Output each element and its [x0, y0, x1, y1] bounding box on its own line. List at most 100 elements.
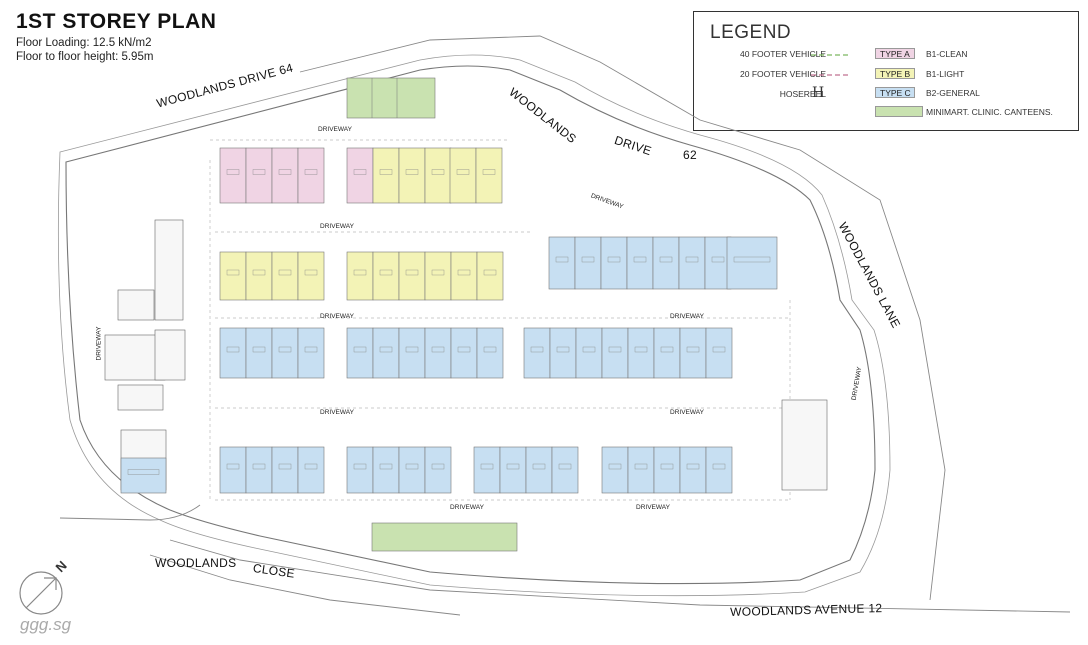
unit-cell	[679, 327, 707, 379]
driveway-label: DRIVEWAY	[636, 504, 670, 511]
unit-tag	[405, 346, 419, 353]
legend-40ft-label: 40 FOOTER VEHICLE	[740, 49, 826, 59]
driveway-label: DRIVEWAY	[320, 313, 354, 320]
unit-cell	[398, 446, 426, 494]
unit-cell	[551, 446, 579, 494]
unit-tag	[685, 256, 699, 263]
unit-cell	[398, 251, 426, 301]
unit-tag	[278, 169, 292, 175]
unit-tag	[278, 463, 292, 470]
unit-tag	[733, 256, 771, 263]
unit-cell	[297, 147, 325, 204]
unit-cell	[271, 147, 299, 204]
unit-cell	[245, 147, 273, 204]
unit-tag	[405, 169, 419, 175]
unit-tag	[226, 463, 240, 470]
unit-cell	[271, 327, 299, 379]
unit-tag	[686, 463, 700, 470]
legend-box: LEGEND 40 FOOTER VEHICLE 20 FOOTER VEHIC…	[693, 11, 1079, 131]
unit-tag	[252, 269, 266, 276]
unit-cell	[449, 147, 477, 204]
unit-tag	[252, 346, 266, 353]
internal-driveways	[209, 139, 791, 501]
hosereel-icon: H	[812, 85, 825, 101]
legend-hosereel-label: HOSEREEL	[779, 89, 826, 99]
unit-tag	[660, 346, 674, 353]
unit-cell	[678, 236, 706, 290]
legend-20ft-label: 20 FOOTER VEHICLE	[740, 69, 826, 79]
unit-tag	[304, 269, 318, 276]
unit-tag	[431, 269, 445, 276]
unit-tag	[556, 346, 570, 353]
unit-tag	[353, 346, 367, 353]
type-a-desc: B1-CLEAN	[926, 49, 968, 59]
unit-cell	[705, 327, 733, 379]
unit-cell	[653, 327, 681, 379]
unit-cell	[475, 147, 503, 204]
unit-cell	[627, 327, 655, 379]
unit-tag	[278, 269, 292, 276]
floor-height: Floor to floor height: 5.95m	[16, 51, 154, 63]
unit-tag	[659, 256, 673, 263]
unit-tag	[379, 463, 393, 470]
unit-tag	[608, 346, 622, 353]
unit-cell	[476, 251, 504, 301]
unit-cell	[523, 327, 551, 379]
unit-tag	[304, 463, 318, 470]
unit-tag	[252, 169, 266, 175]
road-woodlands-drive-62-c: 62	[683, 148, 697, 162]
unit-cell	[398, 147, 426, 204]
unit-tag	[608, 463, 622, 470]
swatch-type-b: TYPE B	[875, 68, 915, 79]
amenities-desc: MINIMART. CLINIC. CANTEENS.	[926, 107, 1053, 117]
unit-cell	[120, 457, 167, 494]
unit-cell	[424, 147, 452, 204]
legend-vehicle-lines	[811, 54, 851, 76]
unit-cell	[346, 327, 374, 379]
swatch-type-a: TYPE A	[875, 48, 915, 59]
unit-cell	[372, 327, 400, 379]
unit-tag	[483, 346, 497, 353]
unit-cell	[575, 327, 603, 379]
unit-cell	[473, 446, 501, 494]
unit-tag	[405, 463, 419, 470]
swatch-type-c: TYPE C	[875, 87, 915, 98]
unit-tag	[581, 256, 595, 263]
unit-cell	[398, 327, 426, 379]
site-boundary	[57, 35, 1071, 616]
north-label: N	[53, 558, 70, 575]
unit-cell	[219, 251, 247, 301]
unit-cell	[372, 147, 400, 204]
unit-tag	[712, 346, 726, 353]
unit-cell	[476, 327, 504, 379]
unit-cell	[424, 327, 452, 379]
watermark: ggg.sg	[20, 615, 72, 634]
unit-cell	[297, 446, 325, 494]
unit-cell	[424, 446, 452, 494]
unit-tag	[252, 463, 266, 470]
unit-tag	[456, 169, 470, 175]
type-b-desc: B1-LIGHT	[926, 69, 965, 79]
unit-cell	[549, 327, 577, 379]
unit-cell	[372, 251, 400, 301]
unit-tag	[634, 463, 648, 470]
driveway-label: DRIVEWAY	[320, 223, 354, 230]
type-c-desc: B2-GENERAL	[926, 88, 980, 98]
page-title: 1ST STOREY PLAN	[16, 10, 217, 33]
unit-cell	[450, 251, 478, 301]
unit-cell	[652, 236, 680, 290]
unit-tag	[405, 269, 419, 276]
unit-tag	[379, 169, 393, 175]
unit-blocks	[120, 147, 778, 494]
driveway-label: DRIVEWAY	[95, 326, 103, 361]
driveway-label: DRIVEWAY	[670, 409, 704, 416]
unit-tag	[506, 463, 520, 470]
unit-tag	[530, 346, 544, 353]
amenities-block	[346, 77, 518, 552]
unit-tag	[304, 169, 318, 175]
unit-cell	[297, 327, 325, 379]
driveway-label: DRIVEWAY	[670, 313, 704, 320]
unit-tag	[431, 169, 445, 175]
unit-tag	[431, 346, 445, 353]
unit-cell	[219, 446, 247, 494]
